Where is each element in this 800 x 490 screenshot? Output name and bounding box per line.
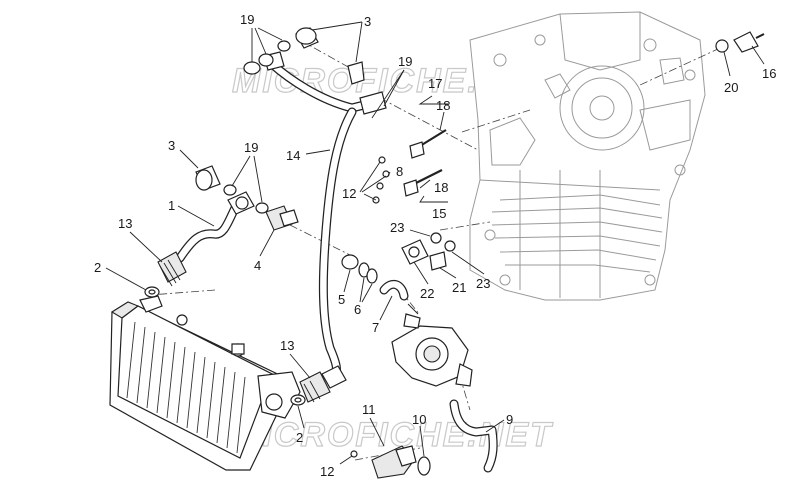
watermark-bottom: MICROFICHE.NET: [232, 416, 554, 454]
cover-11: [371, 445, 417, 479]
washer-20: [715, 39, 729, 53]
oil-pump-body: [391, 303, 473, 387]
radiator-fins: [126, 321, 246, 454]
callout-23: 23: [476, 276, 490, 291]
callout-4: 4: [254, 258, 261, 273]
washer-19-c: [277, 40, 291, 52]
washer-19-a: [243, 61, 261, 75]
callout-18: 18: [434, 180, 448, 195]
washer-23-b: [444, 240, 456, 252]
callout-12: 12: [342, 186, 356, 201]
callout-14: 14: [286, 148, 300, 163]
callout-16: 16: [762, 66, 776, 81]
leader-lines: [105, 21, 765, 465]
callout-19: 19: [240, 12, 254, 27]
callout-3: 3: [364, 14, 371, 29]
hose-7: [379, 279, 409, 301]
fitting-4: [265, 205, 299, 231]
washer-19-d: [223, 184, 237, 196]
washer-19-b: [258, 53, 274, 67]
oil-cooler-radiator: [109, 295, 301, 471]
pipe-9: [449, 399, 498, 473]
stud-bolt-15: [403, 169, 443, 197]
callout-21: 21: [452, 280, 466, 295]
banjo-bolt-3-left: [195, 165, 221, 191]
callout-2: 2: [94, 260, 101, 275]
callout-3: 3: [168, 138, 175, 153]
callout-19: 19: [398, 54, 412, 69]
callout-labels: 19 3 19 17 18 14 3 19 12 8 18 1 15 13 23…: [94, 12, 776, 479]
callout-20: 20: [724, 80, 738, 95]
bolts-12-8: [372, 156, 390, 204]
callout-5: 5: [338, 292, 345, 307]
washer-19-e: [255, 202, 269, 214]
callout-1: 1: [168, 198, 175, 213]
fitting-13-upper: [157, 251, 187, 287]
stud-bolt-17: [409, 129, 447, 159]
callout-6: 6: [354, 302, 361, 317]
sensor-16: [733, 31, 765, 53]
callout-8: 8: [396, 164, 403, 179]
fitting-13-lower: [299, 365, 347, 403]
banjo-bolt-3-upper: [295, 27, 365, 85]
callout-19: 19: [244, 140, 258, 155]
sensor-22: [401, 239, 429, 265]
callout-11: 11: [362, 402, 376, 417]
bolt-12-lower: [350, 450, 358, 458]
callout-22: 22: [420, 286, 434, 301]
callout-17: 17: [428, 76, 442, 91]
oring-5: [341, 254, 359, 270]
washer-23-a: [430, 232, 442, 244]
callout-9: 9: [506, 412, 513, 427]
oil-hose-1: [175, 191, 255, 263]
callout-12: 12: [320, 464, 334, 479]
callout-7: 7: [372, 320, 379, 335]
callout-2: 2: [296, 430, 303, 445]
callout-18: 18: [436, 98, 450, 113]
callout-15: 15: [432, 206, 446, 221]
callout-13: 13: [118, 216, 132, 231]
callout-23: 23: [390, 220, 404, 235]
plug-21: [429, 251, 447, 271]
callout-10: 10: [412, 412, 426, 427]
callout-13: 13: [280, 338, 294, 353]
engine-block: [469, 11, 706, 301]
oring-6-b: [366, 268, 378, 284]
oring-10: [417, 456, 431, 476]
